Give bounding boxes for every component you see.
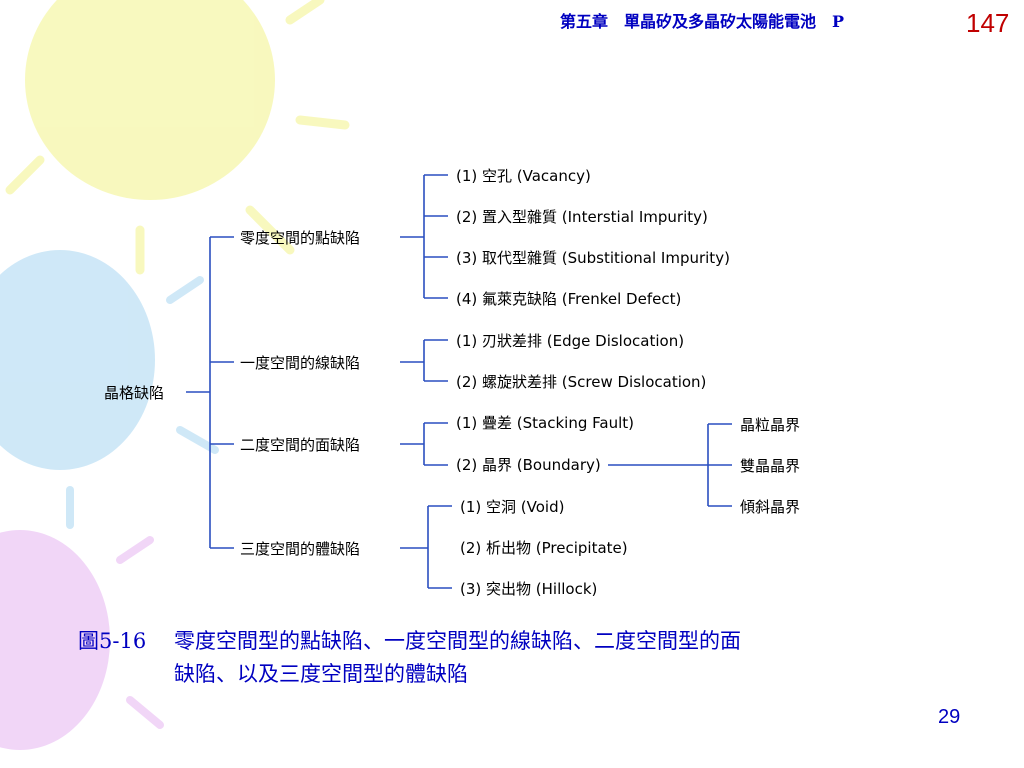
category-volume-defect: 三度空間的體缺陷 <box>240 540 361 558</box>
chapter-header: 第五章 單晶矽及多晶矽太陽能電池 P <box>560 8 844 32</box>
item-substitutional-impurity: (3) 取代型雜質 (Substitional Impurity) <box>456 249 730 267</box>
category-planar-defect: 二度空間的面缺陷 <box>240 436 361 454</box>
caption-line-1: 零度空間型的點缺陷、一度空間型的線缺陷、二度空間型的面 <box>174 629 741 653</box>
category-point-defect: 零度空間的點缺陷 <box>240 229 361 247</box>
figure-caption: 圖5-16 零度空間型的點缺陷、一度空間型的線缺陷、二度空間型的面 缺陷、以及三度… <box>78 625 741 691</box>
book-page-number: 147 <box>966 8 1010 38</box>
chapter-title: 第五章 單晶矽及多晶矽太陽能電池 <box>560 12 817 31</box>
item-edge-dislocation: (1) 刃狀差排 (Edge Dislocation) <box>456 332 685 350</box>
item-void: (1) 空洞 (Void) <box>460 498 565 516</box>
boundary-tilt: 傾斜晶界 <box>740 498 801 516</box>
caption-line-2: 缺陷、以及三度空間型的體缺陷 <box>174 662 468 686</box>
item-precipitate: (2) 析出物 (Precipitate) <box>460 539 628 557</box>
slide-page-number: 29 <box>938 706 961 728</box>
boundary-grain: 晶粒晶界 <box>740 416 801 434</box>
item-hillock: (3) 突出物 (Hillock) <box>460 580 598 598</box>
figure-number: 圖5-16 <box>78 629 147 653</box>
item-vacancy: (1) 空孔 (Vacancy) <box>456 167 591 185</box>
item-frenkel-defect: (4) 氟萊克缺陷 (Frenkel Defect) <box>456 290 682 308</box>
item-boundary: (2) 晶界 (Boundary) <box>456 456 601 474</box>
header-mark: P <box>832 12 845 31</box>
boundary-twin: 雙晶晶界 <box>740 457 801 475</box>
item-stacking-fault: (1) 疊差 (Stacking Fault) <box>456 414 634 432</box>
root-node: 晶格缺陷 <box>104 384 165 402</box>
item-screw-dislocation: (2) 螺旋狀差排 (Screw Dislocation) <box>456 373 707 391</box>
category-line-defect: 一度空間的線缺陷 <box>240 354 361 372</box>
item-interstitial-impurity: (2) 置入型雜質 (Interstial Impurity) <box>456 208 708 226</box>
